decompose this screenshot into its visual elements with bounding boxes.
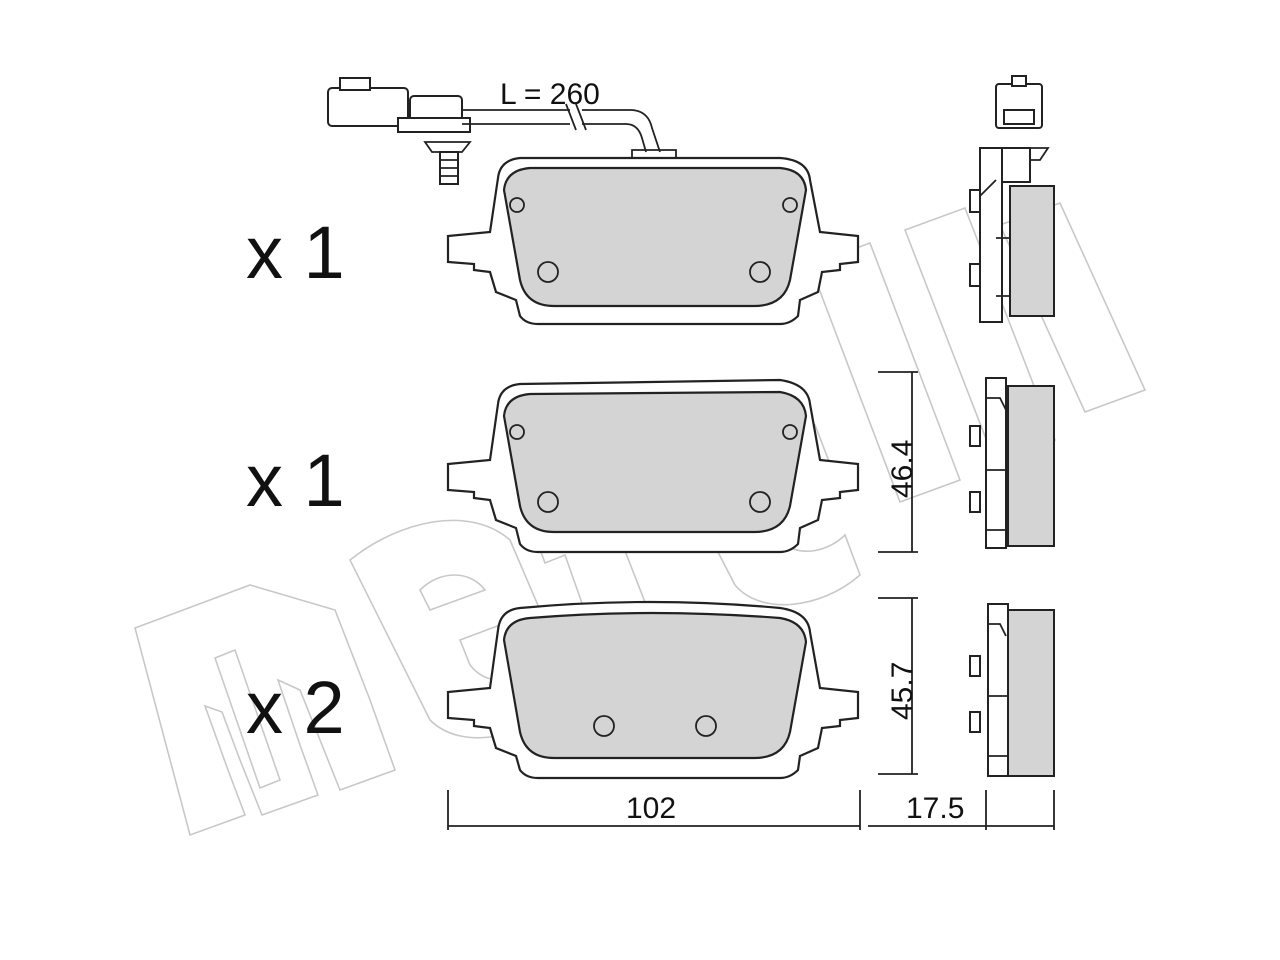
brake-pad-top	[446, 149, 860, 326]
dimension-lines	[447, 371, 1055, 830]
dimension-height-middle: 46.4	[886, 440, 919, 498]
brake-pad-middle	[446, 378, 860, 554]
dimension-thickness: 17.5	[906, 792, 964, 825]
side-view-top	[969, 75, 1055, 323]
side-view-middle	[969, 377, 1055, 549]
side-view-bottom	[969, 603, 1055, 777]
quantity-label-middle: x 1	[246, 439, 345, 522]
brake-pad-bottom	[446, 600, 860, 780]
dimension-height-bottom: 45.7	[886, 662, 919, 720]
wire-length-label: L = 260	[500, 78, 600, 111]
dimension-width: 102	[626, 792, 676, 825]
wear-sensor	[327, 77, 661, 185]
quantity-label-bottom: x 2	[246, 666, 345, 749]
quantity-label-top: x 1	[246, 211, 345, 294]
